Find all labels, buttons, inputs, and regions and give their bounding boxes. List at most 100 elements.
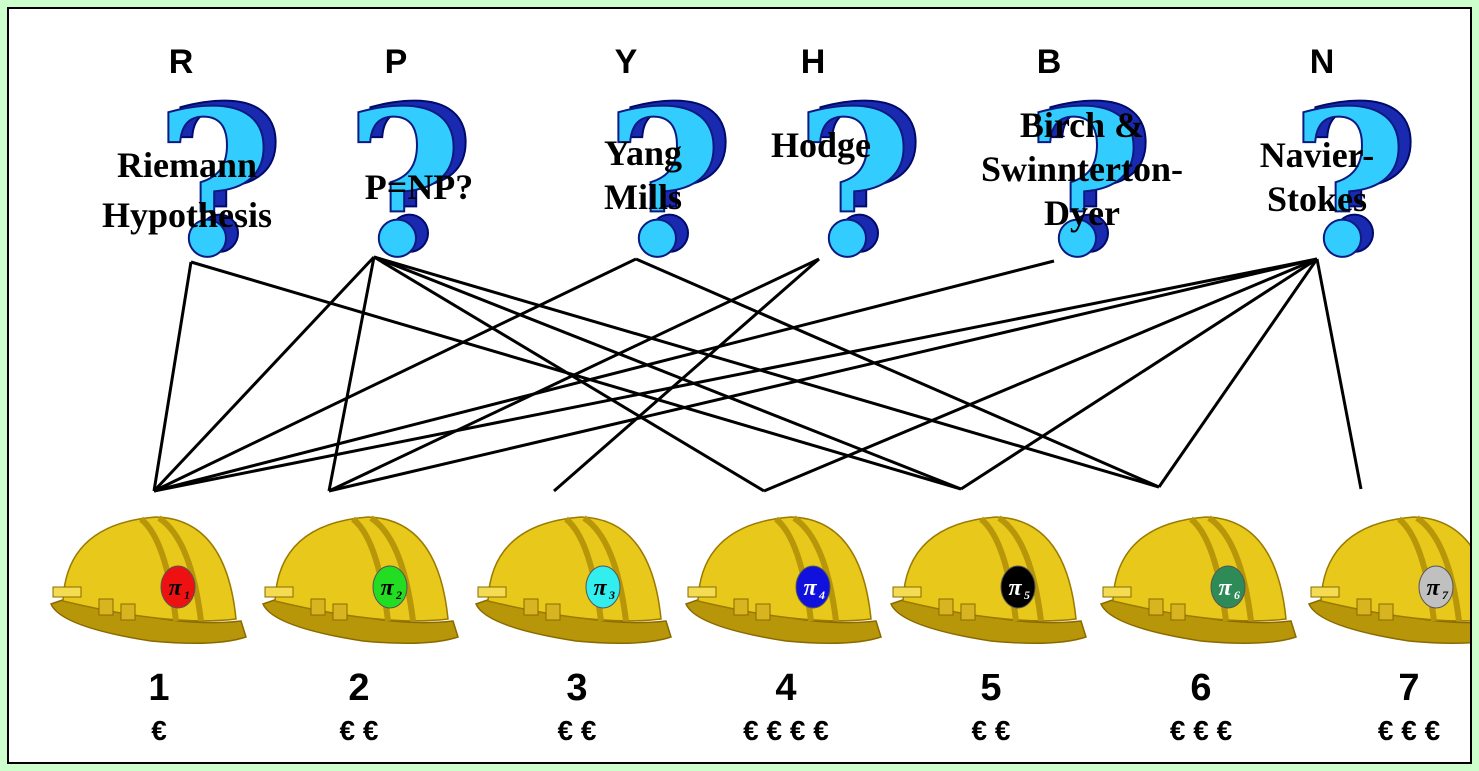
svg-text:?: ? xyxy=(345,67,462,302)
problem-label-line: Birch & xyxy=(1020,105,1144,145)
problem-label-line: Mills xyxy=(604,177,682,217)
edge-n-5 xyxy=(960,257,1318,491)
svg-text:?: ? xyxy=(1302,62,1419,297)
edge-p-1 xyxy=(152,255,376,493)
problem-label-line: Hypothesis xyxy=(102,195,272,235)
worker-number: 3 xyxy=(566,667,587,709)
svg-text:?: ? xyxy=(1290,67,1407,302)
svg-text:?: ? xyxy=(155,67,272,302)
edge-n-6 xyxy=(1157,258,1319,488)
edge-p-6 xyxy=(373,255,1160,489)
edge-h-2 xyxy=(328,257,820,493)
pi-subscript: 4 xyxy=(818,588,825,602)
pi-symbol: π xyxy=(1426,575,1440,601)
problem-h: H??Hodge xyxy=(771,43,926,303)
pi-symbol: π xyxy=(168,575,182,601)
worker-number: 7 xyxy=(1398,667,1419,709)
question-mark-icon: ?? xyxy=(604,61,735,303)
svg-text:?: ? xyxy=(605,67,722,302)
hard-hat-icon xyxy=(1099,515,1297,644)
problem-letter: P xyxy=(385,43,408,81)
pi-subscript: 5 xyxy=(1024,588,1030,602)
worker-number: 4 xyxy=(775,667,796,709)
worker-number: 5 xyxy=(980,667,1001,709)
svg-text:?: ? xyxy=(807,62,924,297)
worker-euros: € € € xyxy=(1170,715,1233,746)
edge-n-4 xyxy=(763,257,1318,493)
pi-subscript: 7 xyxy=(1442,588,1449,602)
pi-symbol: π xyxy=(380,575,394,601)
edge-r-1 xyxy=(152,261,193,492)
problems-layer: R??RiemannHypothesisP??P=NP?Y??YangMills… xyxy=(102,43,1421,303)
svg-text:?: ? xyxy=(1025,67,1142,302)
problem-label-line: Stokes xyxy=(1267,179,1367,219)
edge-p-4 xyxy=(373,255,765,493)
problem-p: P??P=NP? xyxy=(344,43,475,303)
worker-euros: € € € xyxy=(1378,715,1441,746)
problem-letter: Y xyxy=(615,43,638,81)
worker-number: 6 xyxy=(1190,667,1211,709)
problem-label-line: Navier- xyxy=(1260,135,1375,175)
edge-y-1 xyxy=(153,257,637,493)
question-mark-icon: ?? xyxy=(1024,61,1155,303)
worker-number: 2 xyxy=(348,667,369,709)
worker-euros: € € xyxy=(972,715,1011,746)
worker-euros: € € € € xyxy=(743,715,829,746)
edge-h-3 xyxy=(553,257,820,493)
problem-label-line: Yang xyxy=(604,133,682,173)
svg-text:?: ? xyxy=(795,67,912,302)
pi-subscript: 2 xyxy=(395,588,402,602)
pi-subscript: 6 xyxy=(1234,588,1240,602)
problem-letter: R xyxy=(169,43,194,81)
edge-y-6 xyxy=(635,257,1160,489)
question-mark-icon: ?? xyxy=(1289,61,1420,303)
problem-label-line: Riemann xyxy=(117,145,257,185)
problem-label-line: P=NP? xyxy=(365,167,474,207)
pi-subscript: 1 xyxy=(184,588,190,602)
hard-hat-icon xyxy=(474,515,672,644)
worker-euros: € € xyxy=(340,715,379,746)
hard-hat-icon xyxy=(261,515,459,644)
edge-n-1 xyxy=(153,257,1318,493)
pi-symbol: π xyxy=(1008,575,1022,601)
worker-number: 1 xyxy=(148,667,169,709)
problem-worker-graph: R??RiemannHypothesisP??P=NP?Y??YangMills… xyxy=(49,43,1470,746)
edges-layer xyxy=(152,255,1363,493)
pi-symbol: π xyxy=(1218,575,1232,601)
hard-hat-icon xyxy=(684,515,882,644)
question-mark-icon: ?? xyxy=(154,61,285,303)
hard-hat-icon xyxy=(889,515,1087,644)
problem-label-line: Dyer xyxy=(1044,193,1120,233)
edge-b-1 xyxy=(153,259,1055,493)
problem-n: N??Navier-Stokes xyxy=(1260,43,1421,303)
worker-euros: € xyxy=(151,715,167,746)
problem-label-line: Swinnterton- xyxy=(981,149,1183,189)
edge-n-2 xyxy=(328,257,1318,493)
hard-hat-icon xyxy=(49,515,247,644)
pi-symbol: π xyxy=(593,575,607,601)
worker-euros: € € xyxy=(558,715,597,746)
svg-text:?: ? xyxy=(1037,62,1154,297)
svg-text:?: ? xyxy=(357,62,474,297)
svg-text:?: ? xyxy=(617,62,734,297)
question-mark-icon: ?? xyxy=(794,61,925,303)
question-mark-icon: ?? xyxy=(344,61,475,303)
problem-letter: N xyxy=(1310,43,1335,81)
problem-letter: B xyxy=(1037,43,1062,81)
problem-letter: H xyxy=(801,43,826,81)
